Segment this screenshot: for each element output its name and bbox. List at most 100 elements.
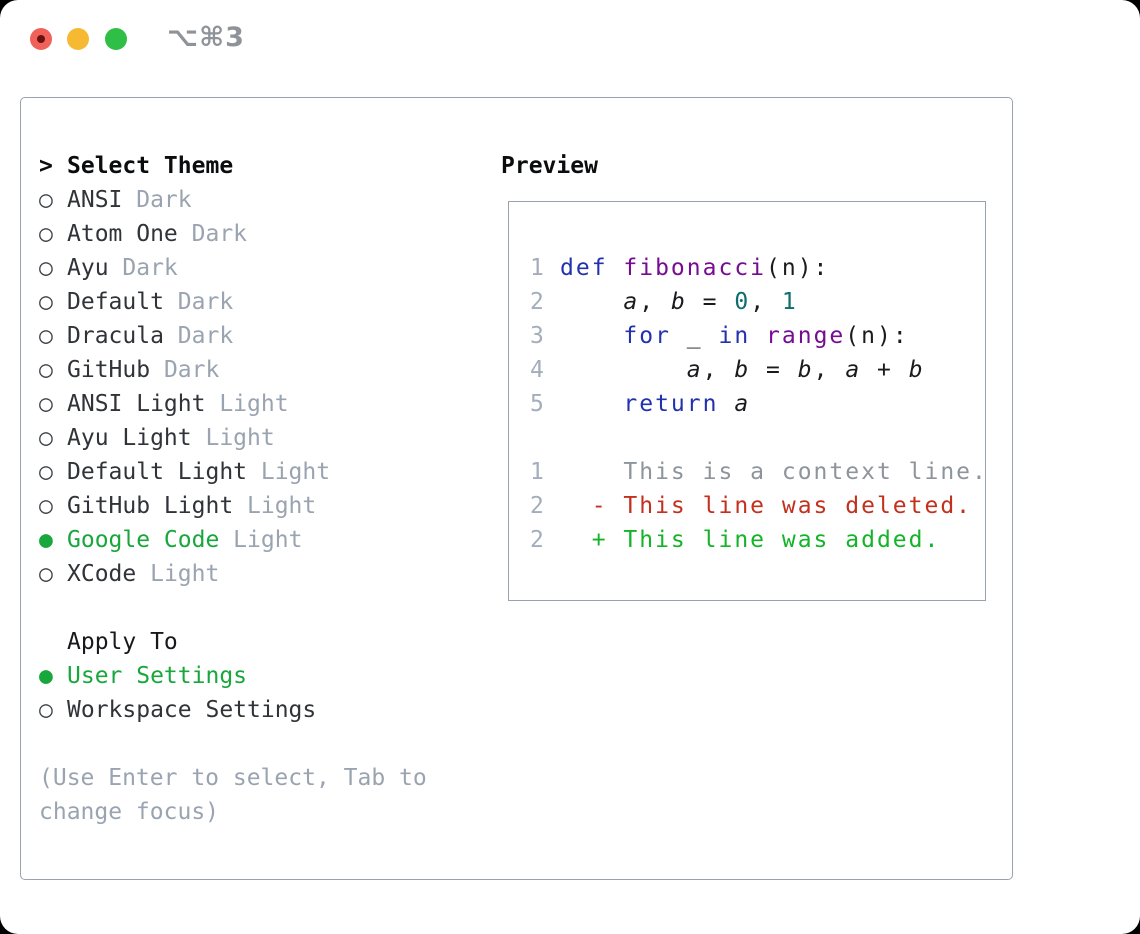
theme-name: Dracula xyxy=(67,323,164,349)
theme-variant: Light xyxy=(191,425,275,451)
theme-name: Default xyxy=(67,289,164,315)
apply-option-user-settings[interactable]: ● User Settings xyxy=(39,659,427,693)
radio-icon: ○ xyxy=(39,221,53,247)
theme-name: Ayu Light xyxy=(67,425,192,451)
line-content: + This line was added. xyxy=(560,527,941,553)
theme-selector-panel: > Select Theme ○ ANSI Dark ○ Atom One Dark ○ A… xyxy=(20,97,1013,880)
spacer xyxy=(39,591,427,625)
theme-variant: Dark xyxy=(163,289,234,315)
theme-name: ANSI Light xyxy=(67,391,206,417)
theme-option-ayu-light[interactable]: ○ Ayu Light Light xyxy=(39,421,427,455)
spacer xyxy=(39,727,427,761)
radio-icon: ○ xyxy=(39,289,53,315)
theme-name: GitHub xyxy=(67,357,151,383)
line-content: a, b = b, a + b xyxy=(686,357,925,383)
close-button[interactable] xyxy=(30,28,52,50)
radio-icon: ○ xyxy=(39,187,53,213)
select-theme-header: > Select Theme xyxy=(39,149,427,183)
theme-option-ansi[interactable]: ○ ANSI Dark xyxy=(39,183,427,217)
radio-icon: ○ xyxy=(39,357,53,383)
theme-variant: Light xyxy=(136,561,220,587)
theme-option-default[interactable]: ○ Default Dark xyxy=(39,285,427,319)
radio-icon: ○ xyxy=(39,561,53,587)
help-text-line2: change focus) xyxy=(39,799,220,825)
line-content: def fibonacci(n): xyxy=(560,255,830,281)
line-number: 1 xyxy=(530,459,546,485)
selected-radio-icon: ● xyxy=(39,663,53,689)
minimize-button[interactable] xyxy=(67,28,89,50)
theme-variant: Dark xyxy=(108,255,178,281)
preview-line: 1 This is a context line. xyxy=(530,455,988,489)
theme-variant: Dark xyxy=(122,187,192,213)
theme-variant: Light xyxy=(247,459,331,485)
close-button-dot xyxy=(37,35,45,43)
apply-option-label: Workspace Settings xyxy=(67,697,317,723)
select-theme-title: Select Theme xyxy=(67,153,234,179)
line-content: for _ in range(n): xyxy=(623,323,909,349)
theme-option-xcode[interactable]: ○ XCode Light xyxy=(39,557,427,591)
line-number: 2 xyxy=(530,493,546,519)
theme-name: Default Light xyxy=(67,459,248,485)
preview-line: 3 for _ in range(n): xyxy=(530,319,988,353)
preview-line xyxy=(530,421,988,455)
apply-to-title: Apply To xyxy=(67,629,178,655)
theme-option-dracula[interactable]: ○ Dracula Dark xyxy=(39,319,427,353)
theme-option-atom-one[interactable]: ○ Atom One Dark xyxy=(39,217,427,251)
theme-name: GitHub Light xyxy=(67,493,234,519)
radio-icon: ○ xyxy=(39,391,53,417)
theme-variant: Dark xyxy=(177,221,248,247)
theme-variant: Light xyxy=(233,493,317,519)
radio-icon: ○ xyxy=(39,255,53,281)
apply-to-header: Apply To xyxy=(39,625,427,659)
theme-option-default-light[interactable]: ○ Default Light Light xyxy=(39,455,427,489)
radio-icon: ○ xyxy=(39,459,53,485)
theme-option-github[interactable]: ○ GitHub Dark xyxy=(39,353,427,387)
theme-name: Ayu xyxy=(67,255,109,281)
preview-line: 2 + This line was added. xyxy=(530,523,988,557)
theme-option-ayu[interactable]: ○ Ayu Dark xyxy=(39,251,427,285)
line-number: 2 xyxy=(530,527,546,553)
theme-variant: Dark xyxy=(163,323,234,349)
preview-line: 4 a, b = b, a + b xyxy=(530,353,988,387)
help-text: (Use Enter to select, Tab to change focu… xyxy=(39,761,427,829)
theme-variant: Dark xyxy=(150,357,220,383)
theme-option-ansi-light[interactable]: ○ ANSI Light Light xyxy=(39,387,427,421)
preview-header: Preview xyxy=(501,149,598,183)
theme-name: Google Code xyxy=(67,527,220,553)
radio-icon: ○ xyxy=(39,425,53,451)
selected-radio-icon: ● xyxy=(39,527,53,553)
line-number: 4 xyxy=(530,357,546,383)
radio-icon: ○ xyxy=(39,697,53,723)
preview-line: 2 a, b = 0, 1 xyxy=(530,285,988,319)
radio-icon: ○ xyxy=(39,493,53,519)
prompt-icon: > xyxy=(39,153,53,179)
radio-icon: ○ xyxy=(39,323,53,349)
preview-title: Preview xyxy=(501,153,598,179)
preview-line: 2 - This line was deleted. xyxy=(530,489,988,523)
theme-variant: Light xyxy=(205,391,289,417)
theme-variant: Light xyxy=(219,527,303,553)
line-number: 2 xyxy=(530,289,546,315)
titlebar: ⌥⌘3 xyxy=(0,0,1140,78)
theme-name: ANSI xyxy=(67,187,123,213)
preview-line: 5 return a xyxy=(530,387,988,421)
line-number: 5 xyxy=(530,391,546,417)
apply-to-list: ● User Settings ○ Workspace Settings xyxy=(39,659,427,727)
theme-name: Atom One xyxy=(67,221,178,247)
line-content: This is a context line. xyxy=(560,459,988,485)
line-content: - This line was deleted. xyxy=(560,493,973,519)
theme-option-github-light[interactable]: ○ GitHub Light Light xyxy=(39,489,427,523)
theme-list: ○ ANSI Dark ○ Atom One Dark ○ Ayu Dark ○ Defaul… xyxy=(39,183,427,591)
line-content: return a xyxy=(623,391,751,417)
theme-name: XCode xyxy=(67,561,137,587)
apply-option-label: User Settings xyxy=(67,663,248,689)
zoom-button[interactable] xyxy=(105,28,127,50)
line-number: 3 xyxy=(530,323,546,349)
apply-option-workspace-settings[interactable]: ○ Workspace Settings xyxy=(39,693,427,727)
theme-option-google-code[interactable]: ● Google Code Light xyxy=(39,523,427,557)
window-title: ⌥⌘3 xyxy=(167,22,245,53)
